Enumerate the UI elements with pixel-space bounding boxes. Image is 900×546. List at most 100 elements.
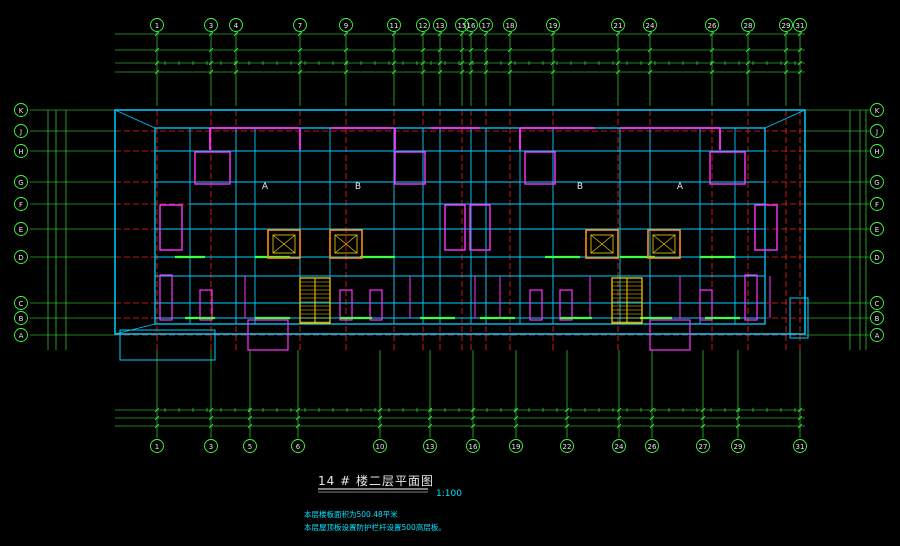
title-underline: [318, 488, 428, 493]
unit-label: A: [262, 182, 269, 192]
axis-label-left: G: [18, 179, 23, 187]
lift-car: [652, 234, 676, 254]
axis-label-left: D: [18, 254, 23, 262]
lift-car: [334, 234, 358, 254]
axis-label-right: K: [875, 107, 880, 115]
axis-label-top-circle: [741, 18, 755, 32]
axis-label-bottom-circle: [509, 439, 523, 453]
axis-label-left-circle: [14, 124, 28, 138]
axis-label-bottom: 29: [734, 443, 743, 451]
axis-label-top: 18: [506, 22, 515, 30]
axis-label-top-circle: [611, 18, 625, 32]
axis-label-bottom: 3: [209, 443, 213, 451]
axis-label-top-circle: [339, 18, 353, 32]
unit-label: B: [577, 182, 583, 192]
axis-label-top: 4: [234, 22, 239, 30]
fixture-box: [529, 289, 543, 321]
building-walls: [114, 109, 809, 361]
drawing-note-1: 本层楼板面积为500.48平米: [304, 510, 398, 519]
balcony-right: [789, 297, 809, 339]
axis-label-right-circle: [870, 250, 884, 264]
corner-wall: [114, 109, 156, 129]
axis-label-bottom-circle: [150, 439, 164, 453]
fixture-box: [247, 319, 289, 351]
outer-wall: [114, 109, 806, 335]
axis-label-bottom-circle: [373, 439, 387, 453]
axis-label-top: 12: [419, 22, 428, 30]
axis-label-top-circle: [705, 18, 719, 32]
axis-label-top-circle: [229, 18, 243, 32]
axis-label-left-circle: [14, 311, 28, 325]
axis-label-left: F: [19, 201, 23, 209]
axis-label-bottom: 10: [376, 443, 385, 451]
axis-label-right-circle: [870, 328, 884, 342]
axis-label-left-circle: [14, 197, 28, 211]
corner-wall: [764, 109, 806, 129]
axis-label-bottom-circle: [243, 439, 257, 453]
axis-label-left-circle: [14, 175, 28, 189]
axis-label-left: E: [19, 226, 23, 234]
axis-label-top: 13: [436, 22, 445, 30]
axis-label-bottom: 6: [296, 443, 301, 451]
axis-label-bottom-circle: [466, 439, 480, 453]
fixture-box: [559, 289, 573, 321]
axis-label-left: C: [19, 300, 24, 308]
axis-label-top-circle: [204, 18, 218, 32]
lift-cross: [272, 234, 296, 254]
axis-label-bottom-circle: [645, 439, 659, 453]
lift-shaft: [329, 229, 363, 259]
axis-label-top: 28: [744, 22, 753, 30]
axis-label-right-circle: [870, 144, 884, 158]
axis-label-bottom: 31: [796, 443, 805, 451]
axis-label-bottom-circle: [291, 439, 305, 453]
lift-car: [272, 234, 296, 254]
axis-label-top-circle: [293, 18, 307, 32]
axis-label-bottom-circle: [696, 439, 710, 453]
axis-label-left-circle: [14, 328, 28, 342]
axis-label-bottom-circle: [560, 439, 574, 453]
corner-wall: [114, 323, 156, 335]
fixture-box: [744, 274, 758, 321]
balcony-left: [119, 329, 216, 361]
bathroom: [159, 204, 183, 251]
axis-label-right-circle: [870, 124, 884, 138]
bathroom: [194, 151, 231, 185]
axis-label-bottom: 26: [648, 443, 657, 451]
fixture-box: [649, 319, 691, 351]
axis-label-top: 29: [782, 22, 791, 30]
lift-shaft: [267, 229, 301, 259]
axis-label-right-circle: [870, 175, 884, 189]
axis-label-right: E: [875, 226, 879, 234]
axis-label-right-circle: [870, 103, 884, 117]
fixture-box: [199, 289, 213, 321]
axis-grid-lines: [30, 32, 870, 438]
bathroom: [469, 204, 491, 251]
axis-label-bottom: 5: [248, 443, 252, 451]
axis-label-bottom: 24: [615, 443, 624, 451]
axis-label-top-circle: [433, 18, 447, 32]
bathroom: [524, 151, 556, 185]
drawing-note-2: 本层屋顶板设置防护栏杆设置500高层板。: [304, 523, 446, 532]
axis-label-top: 17: [482, 22, 491, 30]
lift-cross: [334, 234, 358, 254]
axis-label-top: 3: [209, 22, 213, 30]
fixture-box: [159, 274, 173, 321]
axis-label-top-circle: [503, 18, 517, 32]
lift-car: [590, 234, 614, 254]
bathroom: [444, 204, 466, 251]
lift-shaft: [647, 229, 681, 259]
axis-label-bottom-circle: [612, 439, 626, 453]
bathroom: [394, 151, 426, 185]
axis-label-right: J: [875, 128, 878, 136]
axis-label-right: G: [874, 179, 879, 187]
axis-label-right-circle: [870, 311, 884, 325]
axis-label-top: 24: [646, 22, 655, 30]
drawing-scale: 1:100: [436, 489, 462, 499]
axis-label-top: 9: [344, 22, 348, 30]
axis-label-bottom: 1: [155, 443, 159, 451]
lift-cross: [590, 234, 614, 254]
bathroom: [754, 204, 778, 251]
